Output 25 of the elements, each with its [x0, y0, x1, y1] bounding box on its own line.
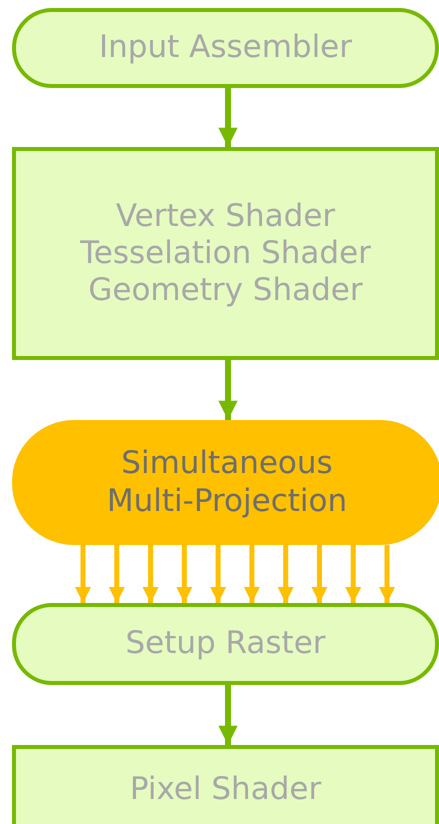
arrow: [345, 545, 362, 603]
node-label: Simultaneous Multi-Projection: [106, 445, 348, 520]
arrow: [218, 360, 238, 420]
process-pill: [12, 8, 439, 88]
arrow: [75, 545, 91, 603]
arrow: [218, 685, 238, 745]
node-label: Pixel Shader: [130, 771, 322, 809]
arrow: [108, 545, 125, 603]
arrow: [379, 545, 395, 603]
node-label: Tesselation Shader: [80, 234, 371, 272]
process-pill: [12, 603, 439, 685]
node-label: Setup Raster: [125, 625, 326, 663]
node-label: Geometry Shader: [88, 272, 363, 310]
process-pill: [12, 420, 439, 545]
arrow: [142, 545, 159, 603]
node-label: Input Assembler: [98, 29, 352, 67]
arrow: [218, 88, 238, 147]
process-box: [12, 147, 439, 360]
arrow: [244, 545, 260, 603]
arrow: [210, 545, 226, 603]
arrow: [311, 545, 328, 603]
arrow: [278, 545, 294, 603]
process-box: [12, 745, 439, 824]
arrow: [176, 545, 192, 603]
node-label: Vertex Shader: [116, 198, 336, 235]
